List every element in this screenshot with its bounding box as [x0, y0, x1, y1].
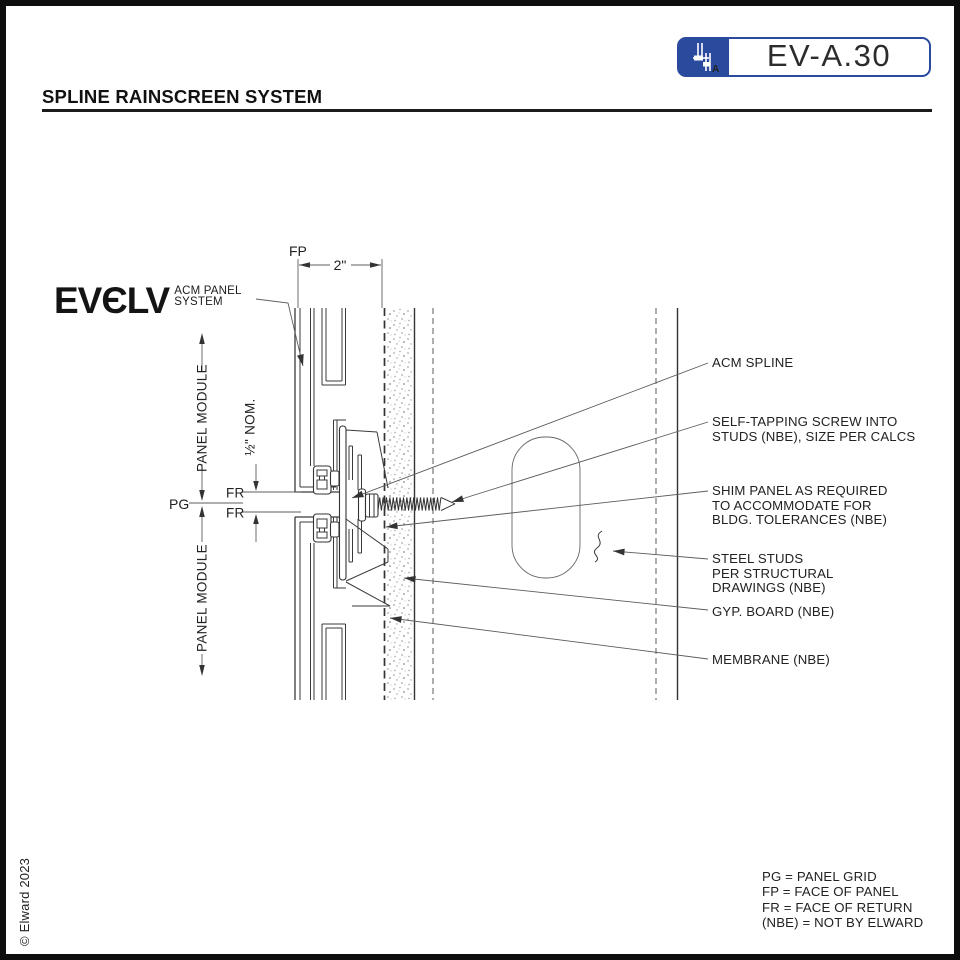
callout-shim: SHIM PANEL AS REQUIRED TO ACCOMMODATE FO… [712, 483, 888, 528]
callout-line: BLDG. TOLERANCES (NBE) [712, 512, 888, 527]
legend-line: FR = FACE OF RETURN [762, 899, 913, 915]
screw-hex-head [364, 493, 379, 518]
callout-line: GYP. BOARD (NBE) [712, 603, 835, 619]
copyright-note: © Elward 2023 [17, 857, 32, 946]
dimensions: FP 2" PANEL MODULE PANEL MODULE PG FR FR [169, 243, 383, 676]
stud-web-slot [511, 436, 581, 579]
logo-tagline: ACM PANEL SYSTEM [174, 285, 242, 319]
callout-line: STUDS (NBE), SIZE PER CALCS [712, 428, 916, 444]
shim-bracket [345, 429, 391, 607]
panel-module-bottom-label: PANEL MODULE [195, 544, 210, 652]
pg-label: PG [169, 496, 189, 512]
spline-glyph: A [693, 43, 719, 75]
callout-line: STEEL STUDS [712, 551, 804, 566]
joint-clips [312, 465, 340, 543]
evolv-wordmark: EVЄLV [54, 280, 171, 321]
fr-top-label: FR [226, 486, 245, 501]
legend-line: PG = PANEL GRID [762, 869, 877, 884]
acm-spline-plate [338, 425, 347, 581]
callout-line: SELF-TAPPING SCREW INTO [712, 414, 898, 429]
brand-ev: EV [54, 280, 102, 321]
leader-membrane [389, 616, 709, 660]
callout-membrane: MEMBRANE (NBE) [712, 651, 830, 668]
panel-module-top-label: PANEL MODULE [195, 364, 210, 472]
fr-bottom-label: FR [226, 506, 245, 521]
legend: PG = PANEL GRID FP = FACE OF PANEL FR = … [762, 869, 923, 930]
tagline-line-2: SYSTEM [174, 296, 223, 308]
callout-screw: SELF-TAPPING SCREW INTO STUDS (NBE), SIZ… [712, 414, 916, 444]
leader-acm-spline [351, 362, 709, 499]
drawing-number-badge: A EV-A.30 [677, 37, 931, 77]
joint-dim-label: ½" NOM. [243, 398, 258, 455]
callout-line: TO ACCOMMODATE FOR [712, 497, 872, 513]
callout-line: PER STRUCTURAL [712, 565, 834, 581]
legend-line: FP = FACE OF PANEL [762, 884, 899, 900]
page-title: SPLINE RAINSCREEN SYSTEM [42, 86, 323, 107]
badge-letter: A [712, 64, 719, 74]
leader-gyp-board [403, 575, 709, 611]
callout-line: SHIM PANEL AS REQUIRED [712, 483, 888, 498]
leader-lines [255, 298, 709, 660]
leader-steel-studs [612, 548, 709, 560]
legend-line: (NBE) = NOT BY ELWARD [762, 914, 924, 930]
title-underline [42, 109, 932, 112]
callout-line: DRAWINGS (NBE) [712, 580, 826, 595]
tagline-line-1: ACM PANEL [174, 285, 242, 297]
width-dim-label: 2" [334, 257, 347, 273]
elward-spline-icon: A [679, 39, 729, 75]
screw-tip [440, 497, 456, 505]
stud-break-squiggle [593, 530, 603, 563]
callout-acm-spline: ACM SPLINE [712, 354, 794, 371]
callout-steel-studs: STEEL STUDS PER STRUCTURAL DRAWINGS (NBE… [712, 551, 834, 596]
drawing-number: EV-A.30 [766, 38, 892, 73]
callout-line: ACM SPLINE [712, 354, 794, 370]
leader-screw [451, 421, 709, 503]
callout-gyp-board: GYP. BOARD (NBE) [712, 603, 835, 620]
callout-line: MEMBRANE (NBE) [712, 651, 830, 667]
brand-o-glyph: Є [101, 280, 127, 321]
acm-panel-top [294, 308, 362, 493]
screw-threads [377, 497, 442, 511]
brand-lv: LV [126, 280, 171, 321]
self-tapping-screw [357, 488, 456, 522]
leader-shim [385, 490, 709, 530]
acm-panel-bottom [294, 516, 362, 700]
evolv-logo: EVЄLV ACM PANEL SYSTEM [54, 282, 242, 319]
fp-label: FP [289, 243, 307, 259]
leader-acm-panel-system [255, 298, 304, 367]
